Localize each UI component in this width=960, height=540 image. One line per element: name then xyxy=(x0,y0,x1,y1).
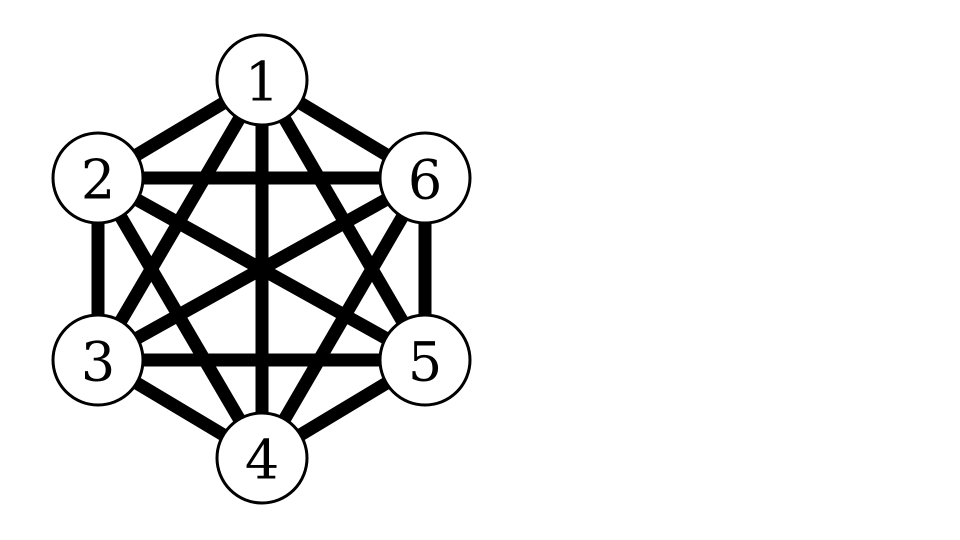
node-4: 4 xyxy=(215,411,309,505)
node-6-label: 6 xyxy=(408,149,442,212)
node-1-circle xyxy=(215,33,309,127)
node-6: 6 xyxy=(378,131,472,225)
edge-4-6 xyxy=(256,174,431,462)
graph-edges xyxy=(91,74,432,464)
node-1: 1 xyxy=(215,33,309,127)
node-1-label: 1 xyxy=(245,51,279,114)
node-5-label: 5 xyxy=(408,331,442,394)
node-4-circle xyxy=(215,411,309,505)
node-5: 5 xyxy=(378,313,472,407)
node-3-label: 3 xyxy=(81,331,115,394)
node-5-circle xyxy=(378,313,472,407)
node-2: 2 xyxy=(51,131,145,225)
node-3: 3 xyxy=(51,313,145,407)
node-4-label: 4 xyxy=(245,429,279,492)
graph-nodes: 1 2 3 4 5 6 xyxy=(51,33,472,505)
edge-3-6 xyxy=(94,172,429,366)
node-2-circle xyxy=(51,131,145,225)
node-3-circle xyxy=(51,313,145,407)
node-6-circle xyxy=(378,131,472,225)
node-2-label: 2 xyxy=(81,149,115,212)
